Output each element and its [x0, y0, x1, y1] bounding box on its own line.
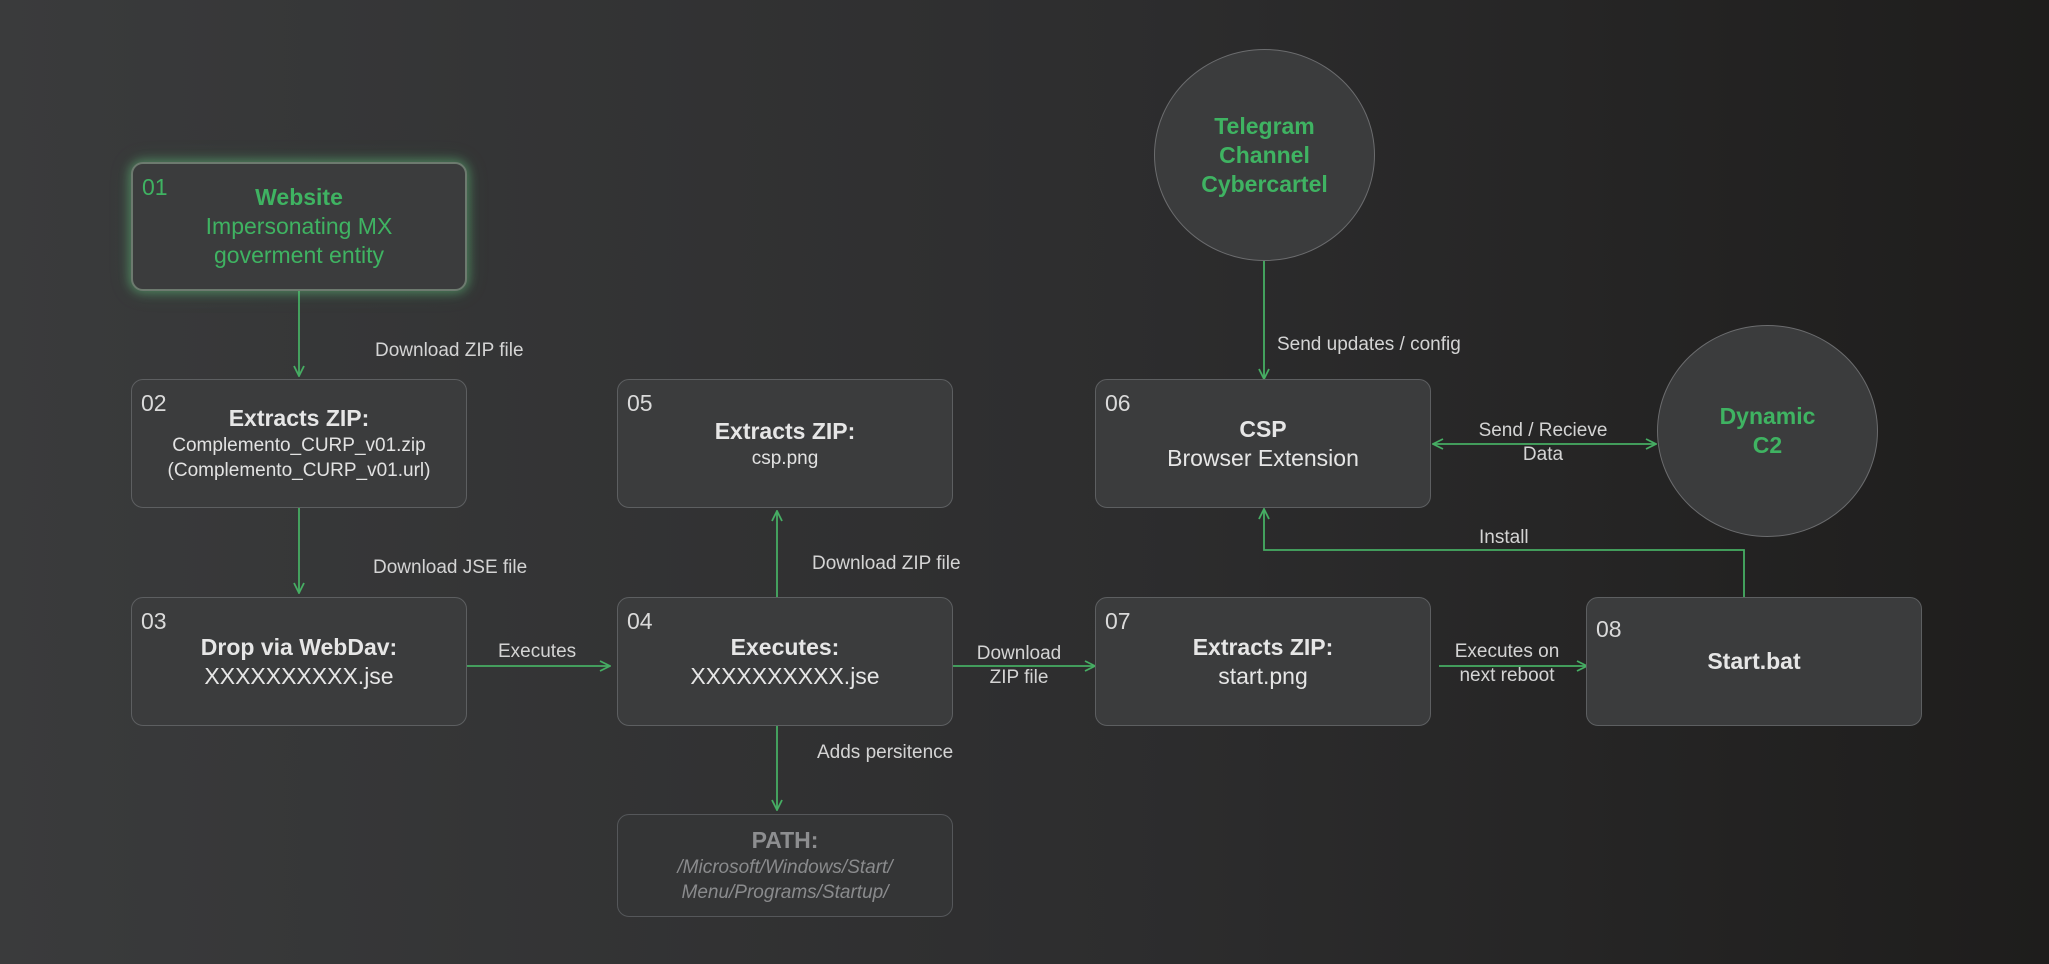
circle-line: Telegram — [1214, 112, 1315, 139]
node-02-extracts-zip: 02 Extracts ZIP: Complemento_CURP_v01.zi… — [131, 379, 467, 508]
node-line: csp.png — [751, 447, 819, 469]
edge-label-install: Install — [1479, 527, 1529, 548]
edge-label-download-zip-3: Download ZIP file — [958, 642, 1080, 690]
node-title: Start.bat — [1707, 648, 1801, 674]
edge-label-line: Send / Recieve — [1478, 420, 1608, 441]
node-08-start-bat: 08 Start.bat — [1586, 597, 1922, 726]
node-title: Executes: — [730, 633, 840, 660]
edge-label-line: next reboot — [1459, 665, 1555, 686]
node-line: (Complemento_CURP_v01.url) — [167, 460, 431, 481]
node-line: goverment entity — [213, 242, 385, 268]
node-number: 08 — [1596, 616, 1622, 642]
edge-label-adds-persistence: Adds persitence — [817, 742, 954, 763]
node-number: 03 — [141, 608, 167, 634]
node-line: XXXXXXXXXX.jse — [204, 662, 394, 689]
edge-label-download-zip-2: Download ZIP file — [812, 553, 961, 574]
circle-dynamic-c2: Dynamic C2 — [1657, 325, 1878, 537]
node-line: Complemento_CURP_v01.zip — [172, 435, 426, 456]
node-line: Impersonating MX — [205, 213, 393, 239]
edge-08-06 — [1264, 509, 1745, 597]
edge-label-download-zip: Download ZIP file — [375, 340, 524, 361]
node-title: PATH: — [751, 827, 819, 853]
circle-line: C2 — [1752, 432, 1783, 458]
node-number: 02 — [141, 390, 167, 416]
circle-line: Dynamic — [1719, 403, 1816, 429]
edge-label-send-receive: Send / Recieve Data — [1463, 419, 1623, 467]
node-title: Extracts ZIP: — [1192, 633, 1334, 660]
node-number: 06 — [1105, 390, 1131, 416]
edge-label-executes: Executes — [498, 641, 577, 662]
node-01-website: 01 Website Impersonating MX goverment en… — [131, 162, 467, 291]
edge-label-download-jse: Download JSE file — [373, 557, 528, 578]
node-05-extracts-zip: 05 Extracts ZIP: csp.png — [617, 379, 953, 508]
edge-label-line: Data — [1522, 444, 1564, 465]
edge-label-line: Executes on — [1454, 641, 1560, 662]
node-title: Drop via WebDav: — [200, 633, 398, 660]
node-number: 01 — [142, 174, 168, 200]
node-number: 04 — [627, 608, 653, 634]
node-line: start.png — [1218, 662, 1308, 689]
node-07-extracts-zip: 07 Extracts ZIP: start.png — [1095, 597, 1431, 726]
edge-label-send-updates: Send updates / config — [1277, 334, 1461, 355]
node-line: /Microsoft/Windows/Start/ — [677, 857, 893, 878]
node-title: Website — [255, 184, 343, 210]
circle-line: Channel — [1219, 141, 1310, 168]
edge-label-executes-reboot: Executes on next reboot — [1440, 640, 1574, 688]
node-line: Menu/Programs/Startup/ — [681, 882, 889, 903]
node-line: Browser Extension — [1167, 444, 1359, 471]
node-06-csp-extension: 06 CSP Browser Extension — [1095, 379, 1431, 508]
node-title: Extracts ZIP: — [714, 417, 856, 444]
node-path-startup: PATH: /Microsoft/Windows/Start/ Menu/Pro… — [617, 814, 953, 917]
circle-telegram-channel: Telegram Channel Cybercartel — [1154, 49, 1375, 261]
edge-label-line: Download — [976, 643, 1062, 664]
node-number: 05 — [627, 390, 653, 416]
edge-label-line: ZIP file — [989, 667, 1049, 688]
node-number: 07 — [1105, 608, 1131, 634]
circle-line: Cybercartel — [1201, 170, 1328, 197]
node-03-drop-webdav: 03 Drop via WebDav: XXXXXXXXXX.jse — [131, 597, 467, 726]
node-title: Extracts ZIP: — [228, 405, 370, 431]
node-line: XXXXXXXXXX.jse — [690, 662, 880, 689]
node-title: CSP — [1239, 415, 1287, 442]
node-04-executes: 04 Executes: XXXXXXXXXX.jse — [617, 597, 953, 726]
